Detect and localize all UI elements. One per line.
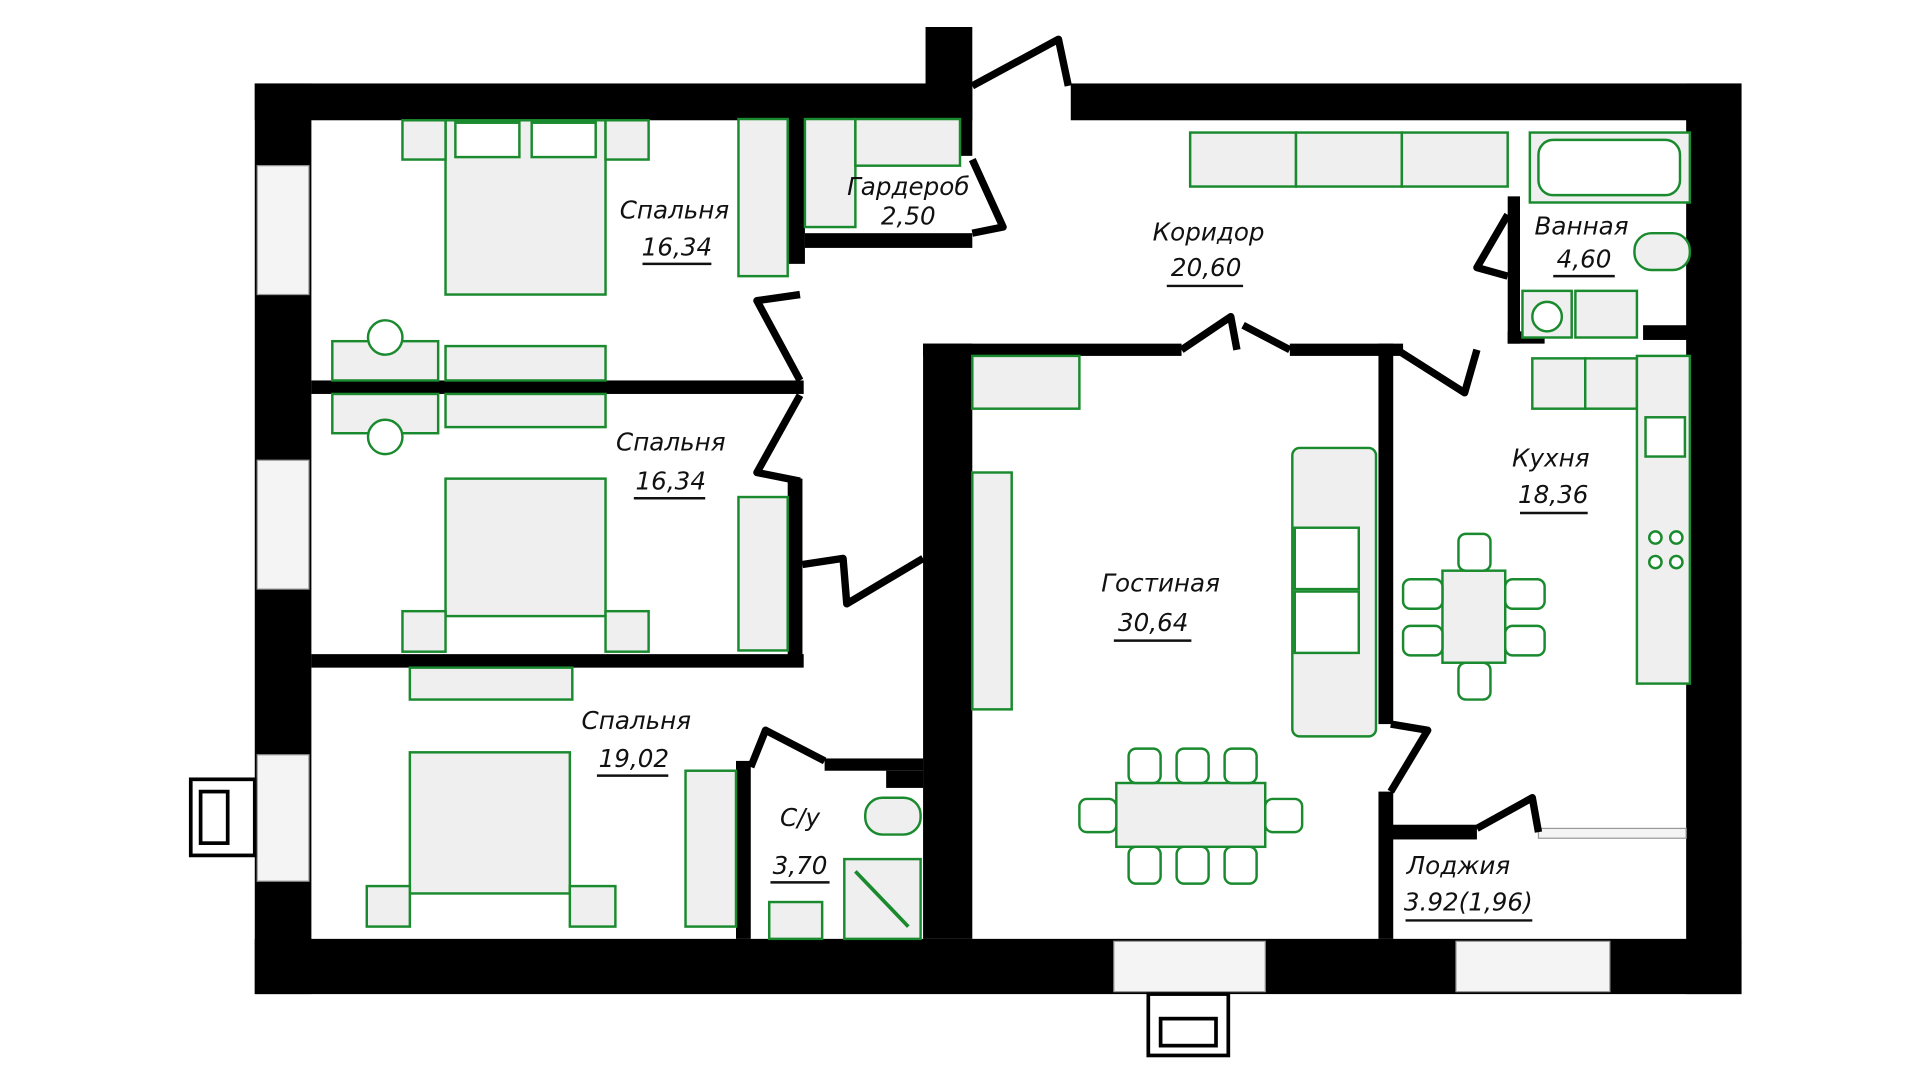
bed <box>408 751 572 895</box>
wardrobe <box>684 769 738 928</box>
room-label-corridor: Коридор 20,60 <box>1153 218 1265 288</box>
bed <box>444 119 607 296</box>
svg-text:Лоджия: Лоджия <box>1406 851 1511 880</box>
wardrobe-rack <box>803 117 857 229</box>
tv-stand <box>444 344 607 382</box>
nightstand <box>568 884 617 928</box>
svg-text:Спальня: Спальня <box>582 706 691 735</box>
svg-text:Ванная: Ванная <box>1535 211 1629 240</box>
counter <box>1584 357 1639 410</box>
chair <box>366 418 404 456</box>
svg-text:19,02: 19,02 <box>599 744 669 773</box>
svg-text:2,50: 2,50 <box>881 202 936 231</box>
sofa <box>1291 446 1378 738</box>
tv-unit <box>971 471 1013 711</box>
svg-text:Гостиная: Гостиная <box>1101 569 1220 598</box>
kitchen-table <box>1401 532 1546 701</box>
kitchen-sink <box>1644 416 1687 458</box>
bed <box>444 477 607 618</box>
svg-text:Спальня: Спальня <box>616 427 725 456</box>
svg-text:18,36: 18,36 <box>1518 480 1588 509</box>
wardrobe-rack <box>854 117 962 167</box>
svg-text:3,70: 3,70 <box>773 851 828 880</box>
nightstand <box>604 119 650 161</box>
windows <box>256 165 1687 993</box>
svg-text:Гардероб: Гардероб <box>847 172 969 201</box>
svg-text:4,60: 4,60 <box>1557 245 1612 274</box>
nightstand <box>401 119 447 161</box>
sink <box>1574 289 1639 339</box>
room-label-wc: С/у 3,70 <box>770 803 830 884</box>
svg-text:30,64: 30,64 <box>1118 608 1188 637</box>
room-label-bathroom: Ванная 4,60 <box>1535 211 1629 278</box>
svg-text:Коридор: Коридор <box>1153 218 1265 247</box>
nightstand <box>604 609 650 653</box>
nightstand <box>401 609 447 653</box>
nightstand <box>365 884 412 928</box>
washing-machine-drum <box>1531 300 1564 333</box>
wardrobe <box>737 117 789 278</box>
svg-text:16,34: 16,34 <box>642 232 712 261</box>
dining-table <box>1078 747 1304 885</box>
bathtub-inner <box>1537 138 1682 197</box>
tv-stand <box>408 666 574 701</box>
furniture <box>331 117 1692 941</box>
room-label-bedroom-3: Спальня 19,02 <box>582 706 691 777</box>
wardrobe <box>971 354 1081 410</box>
doors <box>747 35 1543 833</box>
chair <box>366 319 404 356</box>
toilet <box>864 796 922 836</box>
svg-text:Спальня: Спальня <box>620 195 729 224</box>
fridge <box>1531 357 1587 410</box>
wc-sink <box>768 900 824 941</box>
svg-text:3.92(1,96): 3.92(1,96) <box>1404 888 1533 917</box>
svg-text:16,34: 16,34 <box>636 467 706 496</box>
wardrobe <box>737 495 789 652</box>
ac-units <box>188 777 1231 1058</box>
svg-text:Кухня: Кухня <box>1512 443 1590 472</box>
room-label-kitchen: Кухня 18,36 <box>1512 443 1590 515</box>
room-label-loggia: Лоджия 3.92(1,96) <box>1404 851 1533 922</box>
room-label-living: Гостиная 30,64 <box>1101 569 1220 642</box>
kitchen-counter <box>1635 354 1692 685</box>
svg-text:С/у: С/у <box>780 803 820 832</box>
corridor-wardrobe <box>1188 131 1509 188</box>
stove <box>1648 530 1684 570</box>
svg-text:20,60: 20,60 <box>1171 253 1241 282</box>
tv-stand <box>444 392 607 429</box>
room-label-bedroom-1: Спальня 16,34 <box>620 195 729 266</box>
toilet <box>1633 231 1692 272</box>
room-label-bedroom-2: Спальня 16,34 <box>616 427 726 500</box>
